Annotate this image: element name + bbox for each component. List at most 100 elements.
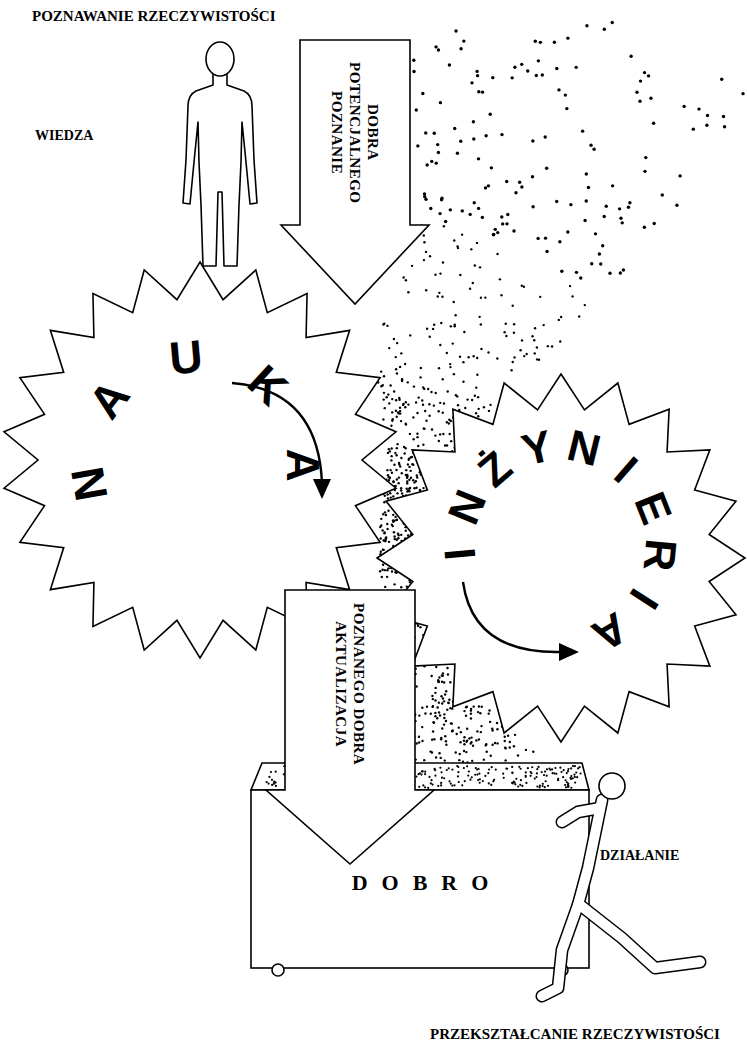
spray-dot <box>455 394 457 396</box>
figure-leg <box>580 905 700 968</box>
spray-dot <box>438 676 440 678</box>
spray-dot <box>404 447 406 449</box>
content-dot <box>525 782 527 784</box>
content-dot <box>406 768 408 770</box>
spray-dot <box>423 241 425 243</box>
box-top <box>251 763 589 790</box>
spray-dot <box>534 327 536 329</box>
spray-dot <box>388 541 390 543</box>
spray-dot <box>452 729 454 731</box>
content-dot <box>345 786 347 788</box>
spray-dot <box>449 363 451 365</box>
content-dot <box>546 775 548 777</box>
spray-dot <box>492 233 495 236</box>
spray-dot <box>436 706 438 708</box>
spray-dot <box>456 151 459 154</box>
spray-dot <box>393 531 395 533</box>
spray-dot <box>463 740 465 742</box>
content-dot <box>576 776 578 778</box>
spray-dot <box>504 736 506 738</box>
spray-dot <box>619 217 622 220</box>
spray-dot <box>484 186 487 189</box>
spray-dot <box>433 738 435 740</box>
spray-dot <box>443 723 445 725</box>
spray-dot <box>490 166 493 169</box>
spray-dot <box>384 538 386 540</box>
content-dot <box>478 772 480 774</box>
spray-dot <box>477 711 479 713</box>
spray-dot <box>382 549 384 551</box>
content-dot <box>542 783 544 785</box>
content-dot <box>427 787 429 789</box>
content-dot <box>543 774 545 776</box>
spray-dot <box>481 90 484 93</box>
content-dot <box>266 781 268 783</box>
spray-dot <box>464 407 466 409</box>
spray-dot <box>536 237 539 240</box>
spray-dot <box>453 325 455 327</box>
spray-dot <box>400 586 402 588</box>
spray-dot <box>621 221 624 224</box>
spray-dot <box>462 361 464 363</box>
spray-dot <box>399 412 401 414</box>
content-dot <box>488 768 490 770</box>
spray-dot <box>391 570 393 572</box>
spray-dot <box>439 344 441 346</box>
spray-dot <box>391 398 393 400</box>
spray-dot <box>647 74 650 77</box>
spray-dot <box>489 404 491 406</box>
content-dot <box>286 768 288 770</box>
content-dot <box>373 771 375 773</box>
content-dot <box>338 786 340 788</box>
content-dot <box>388 782 390 784</box>
spray-dot <box>435 756 437 758</box>
spray-dot <box>391 472 393 474</box>
spray-dot <box>432 705 434 707</box>
spray-dot <box>395 399 397 401</box>
spray-dot <box>388 476 390 478</box>
arrow-text-area: AKTUALIZACJA POZNANEGO DOBRA <box>285 602 415 767</box>
spray-dot <box>459 741 461 743</box>
spray-dot <box>440 322 442 324</box>
spray-dot <box>443 717 445 719</box>
spray-dot <box>485 743 487 745</box>
content-dot <box>567 770 569 772</box>
content-dot <box>573 774 575 776</box>
spray-dot <box>400 352 402 354</box>
content-dot <box>461 784 463 786</box>
content-dot <box>378 779 380 781</box>
spray-dot <box>608 272 611 275</box>
spray-dot <box>477 408 479 410</box>
spray-dot <box>587 186 590 189</box>
spray-dot <box>409 334 411 336</box>
spray-dot <box>429 335 431 337</box>
content-dot <box>352 780 354 782</box>
spray-dot <box>408 479 410 481</box>
arc-letter: U <box>167 333 204 382</box>
content-dot <box>333 777 335 779</box>
spray-dot <box>581 129 584 132</box>
spray-dot <box>451 722 453 724</box>
spray-dot <box>417 396 419 398</box>
content-dot <box>405 773 407 775</box>
content-dot <box>567 783 569 785</box>
content-dot <box>579 766 581 768</box>
spray-dot <box>436 143 439 146</box>
spray-dot <box>382 323 384 325</box>
spray-dot <box>380 550 382 552</box>
content-dot <box>554 767 556 769</box>
content-dot <box>333 780 335 782</box>
content-dot <box>338 784 340 786</box>
content-dot <box>491 766 493 768</box>
content-dot <box>418 786 420 788</box>
spray-dot <box>462 39 465 42</box>
spray-dot <box>458 759 460 761</box>
spray-dot <box>428 403 430 405</box>
content-dot <box>506 768 508 770</box>
spray-dot <box>461 233 463 235</box>
spray-dot <box>430 160 433 163</box>
spray-dot <box>494 742 496 744</box>
content-dot <box>300 785 302 787</box>
spray-dot <box>385 514 387 516</box>
spray-dot <box>400 457 402 459</box>
